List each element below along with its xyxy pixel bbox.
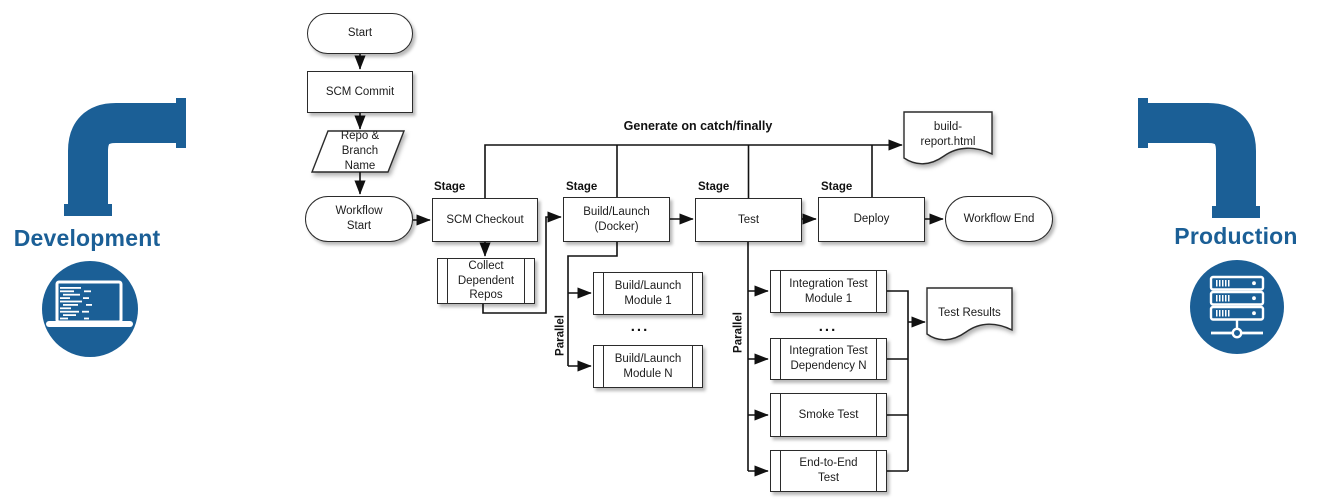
server-rack-icon xyxy=(1190,260,1284,354)
node-build-launch-module-1: Build/Launch Module 1 xyxy=(593,272,703,315)
node-label: Build/Launch Module 1 xyxy=(614,279,682,307)
node-label: Integration Test Dependency N xyxy=(789,345,868,372)
node-label: End-to-End Test xyxy=(799,457,858,484)
subroutine-bar-right xyxy=(876,394,877,436)
node-build-launch-docker: Build/Launch (Docker) xyxy=(563,197,670,242)
development-pipe-graphic xyxy=(64,98,186,216)
node-workflow-end: Workflow End xyxy=(945,196,1053,242)
node-deploy: Deploy xyxy=(818,197,925,242)
subroutine-bar-left xyxy=(603,273,604,314)
production-pipe-graphic xyxy=(1138,98,1260,218)
test-results-document-shape xyxy=(926,287,1013,341)
production-label: Production xyxy=(1174,223,1298,249)
node-start: Start xyxy=(307,13,413,54)
node-label: Build/Launch Module N xyxy=(614,352,682,380)
node-test-results: Test Results xyxy=(938,306,1001,319)
subroutine-bar-left xyxy=(780,339,781,379)
node-label: Integration Test Module 1 xyxy=(789,277,868,305)
node-scm-checkout: SCM Checkout xyxy=(432,198,538,242)
node-label: Smoke Test xyxy=(798,408,859,421)
node-label: Collect Dependent Repos xyxy=(457,259,515,302)
parallel-label-build: Parallel xyxy=(554,315,567,356)
node-repo-branch-name: Repo & Branch Name xyxy=(340,130,380,172)
subroutine-bar-right xyxy=(876,271,877,312)
build-report-document-shape xyxy=(903,111,993,165)
subroutine-bar-left xyxy=(780,451,781,491)
stage-label-deploy: Stage xyxy=(821,181,853,193)
node-smoke-test: Smoke Test xyxy=(770,393,887,437)
stage-label-test: Stage xyxy=(698,181,730,193)
subroutine-bar-right xyxy=(692,273,693,314)
subroutine-bar-left xyxy=(447,259,448,303)
subroutine-bar-right xyxy=(692,346,693,387)
pipe-flange xyxy=(64,204,112,216)
generate-on-catch-finally-label: Generate on catch/finally xyxy=(623,119,773,133)
node-workflow-start: Workflow Start xyxy=(305,196,413,242)
node-test: Test xyxy=(695,198,802,242)
ellipsis-build-modules: ... xyxy=(630,318,650,335)
pipe-flange xyxy=(1212,206,1260,218)
parallel-label-test: Parallel xyxy=(732,312,745,353)
ellipsis-test-modules: ... xyxy=(818,318,838,335)
node-integration-test-module-1: Integration Test Module 1 xyxy=(770,270,887,313)
node-collect-dependent-repos: Collect Dependent Repos xyxy=(437,258,535,304)
stage-label-build-launch: Stage xyxy=(566,181,598,193)
stage-label-scm-checkout: Stage xyxy=(434,181,466,193)
subroutine-bar-right xyxy=(876,451,877,491)
subroutine-bar-left xyxy=(780,394,781,436)
node-scm-commit: SCM Commit xyxy=(307,71,413,113)
node-build-report-html: build- report.html xyxy=(920,121,976,148)
flow-connectors xyxy=(354,54,944,477)
laptop-code-icon xyxy=(42,261,138,357)
pipe-flange xyxy=(1138,98,1148,148)
subroutine-bar-left xyxy=(603,346,604,387)
subroutine-bar-right xyxy=(524,259,525,303)
pipe-elbow-right xyxy=(1146,103,1256,208)
development-label: Development xyxy=(13,225,161,251)
node-end-to-end-test: End-to-End Test xyxy=(770,450,887,492)
repo-branch-parallelogram-shape xyxy=(310,130,406,173)
node-build-launch-module-n: Build/Launch Module N xyxy=(593,345,703,388)
node-integration-test-dependency-n: Integration Test Dependency N xyxy=(770,338,887,380)
subroutine-bar-right xyxy=(876,339,877,379)
pipe-flange xyxy=(176,98,186,148)
pipe-elbow-left xyxy=(68,103,184,206)
subroutine-bar-left xyxy=(780,271,781,312)
